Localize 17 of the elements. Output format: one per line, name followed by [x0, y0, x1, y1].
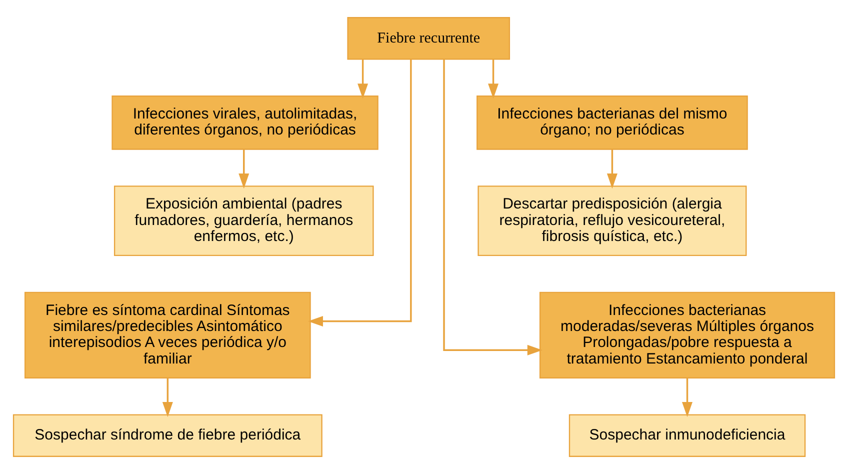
node-box: Infecciones bacterianas moderadas/severas Múltiples órganos Prolongadas/pobre respuesta a tratamiento Estancamiento ponderal	[539, 291, 836, 378]
node-box: Sospechar inmunodeficiencia	[568, 414, 806, 456]
arrow	[443, 58, 542, 355]
node-box: Exposición ambiental (padres fumadores, guardería, hermanos enfermos, etc.)	[114, 185, 374, 256]
node-box: Descartar predisposición (alergia respiratoria, reflujo vesicoureteral, fibrosis quística, etc.)	[478, 185, 747, 256]
node-box: Sospechar síndrome de fiebre periódica	[12, 414, 322, 456]
arrow	[308, 58, 412, 326]
node-box: Infecciones virales, autolimitadas, diferentes órganos, no periódicas	[112, 95, 378, 150]
arrow	[488, 58, 499, 98]
node-box: Fiebre es síntoma cardinal Síntomas similares/predecibles Asintomático interepisodios A veces periódica y/o familiar	[24, 291, 311, 378]
arrow	[162, 378, 173, 417]
arrow	[682, 378, 693, 417]
arrow	[238, 149, 250, 188]
node-box: Fiebre recurrente	[347, 16, 510, 60]
node-box: Infecciones bacterianas del mismo órgano; no periódicas	[476, 95, 748, 150]
arrow	[358, 58, 368, 98]
arrow	[606, 149, 618, 188]
